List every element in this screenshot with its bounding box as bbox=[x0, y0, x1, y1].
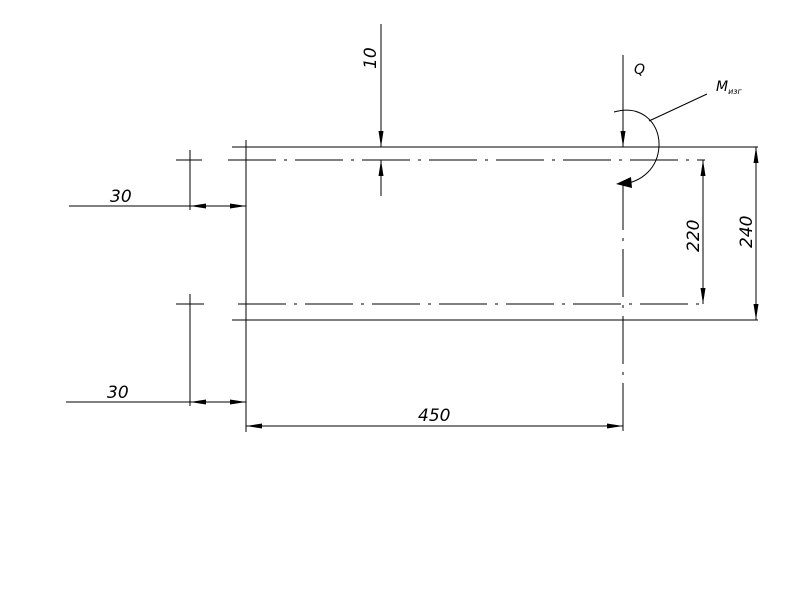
dimension-height-axes: 220 bbox=[684, 160, 706, 304]
force-q: Q bbox=[620, 55, 645, 147]
dim-30-lower-arrow-right bbox=[230, 399, 246, 405]
center-lines bbox=[176, 150, 705, 432]
dim-30-lower-arrow-left bbox=[190, 399, 206, 405]
dimension-height-total: 240 bbox=[737, 147, 759, 320]
dim-240-arrow-bottom bbox=[753, 304, 759, 320]
dim-240-arrow-top bbox=[753, 147, 759, 163]
dim-240-text: 240 bbox=[737, 216, 757, 248]
dimension-length: 450 bbox=[246, 406, 623, 429]
moment-arrow bbox=[616, 177, 632, 188]
dim-30-lower-text: 30 bbox=[107, 383, 129, 403]
moment-arc bbox=[613, 109, 660, 185]
dim-30-upper-text: 30 bbox=[110, 187, 132, 207]
dim-450-arrow-right bbox=[607, 423, 623, 429]
dim-450-text: 450 bbox=[418, 406, 450, 426]
bending-moment: Mизг bbox=[613, 79, 743, 188]
dim-220-arrow-top bbox=[700, 160, 706, 176]
dim-220-text: 220 bbox=[684, 220, 704, 252]
force-q-arrow bbox=[620, 131, 626, 147]
dim-30-upper-arrow-right bbox=[230, 203, 246, 209]
dimension-top-thickness: 10 bbox=[361, 24, 384, 196]
dim-220-arrow-bottom bbox=[700, 288, 706, 304]
dimension-left-offset-upper: 30 bbox=[69, 187, 246, 209]
moment-leader bbox=[648, 93, 708, 122]
dimension-left-offset-lower: 30 bbox=[66, 383, 246, 405]
dim-10-arrow-up bbox=[378, 160, 384, 176]
moment-label-sub: изг bbox=[728, 87, 742, 96]
moment-label: Mизг bbox=[716, 79, 743, 96]
force-q-label: Q bbox=[634, 62, 645, 78]
beam-outline bbox=[232, 140, 758, 432]
dim-10-arrow-down bbox=[378, 131, 384, 147]
moment-label-main: M bbox=[716, 79, 728, 95]
dim-30-upper-arrow-left bbox=[190, 203, 206, 209]
dim-10-text: 10 bbox=[361, 47, 381, 69]
dim-450-arrow-left bbox=[246, 423, 262, 429]
